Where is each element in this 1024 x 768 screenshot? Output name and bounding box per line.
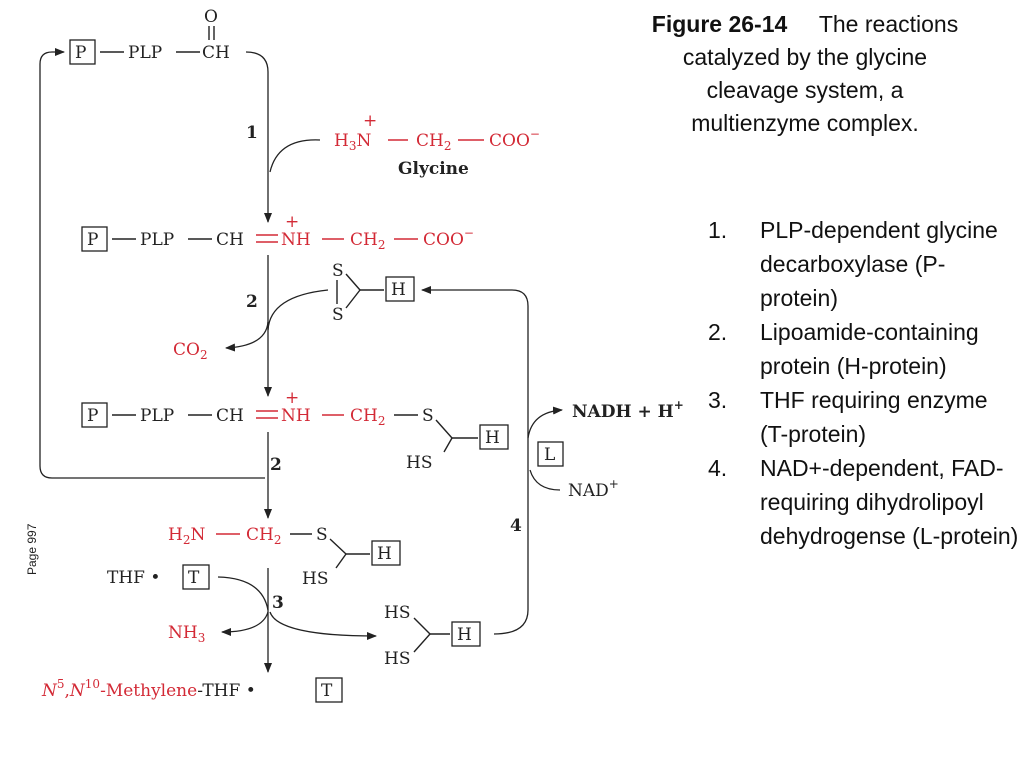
h-protein-box-4: [451, 621, 481, 647]
nad-in-arrow: [529, 469, 561, 491]
main-down-arrow-1: [245, 51, 272, 223]
aminomethyl-lipoamide: H2N CH2 S H HS: [168, 525, 401, 589]
thf-in-arrow: [217, 576, 269, 611]
plp-label: PLP: [128, 43, 162, 63]
methylene-thf-label: N5,N10-Methylene-THF •: [41, 677, 256, 701]
methylene-thf-product: N5,N10-Methylene-THF • T: [41, 677, 343, 703]
dhl-hs1: HS: [384, 603, 410, 623]
t-protein-box-2: [315, 677, 343, 703]
step-label-1: 1: [246, 123, 258, 143]
dihydrolipoamide-h-protein: HS HS H: [384, 603, 481, 669]
p-box-label-3: P: [87, 406, 98, 426]
row3-s: S: [422, 406, 434, 426]
enzyme-text: PLP-dependent glycine decarboxylase (P-p…: [760, 217, 998, 311]
enzyme-list-item: 1. PLP-dependent glycine decarboxylase (P…: [700, 213, 1020, 315]
p-protein-box: [69, 39, 96, 65]
glycine-ch2: CH2: [416, 131, 451, 153]
p-box-label: P: [75, 43, 86, 63]
enzyme-number: 2.: [708, 319, 728, 345]
aldehyde-o: O: [204, 7, 218, 27]
enzyme-list-item: 3. THF requiring enzyme (T-protein): [700, 383, 1020, 451]
row3-hs: HS: [406, 453, 432, 473]
dihydrolipoamide-out-arrow: [269, 611, 377, 640]
l-protein-nad: NADH + H+ L NAD+: [527, 398, 684, 501]
schiff-plus: +: [285, 212, 299, 232]
p-protein-box-2: [81, 226, 108, 252]
thf-label: THF •: [107, 568, 160, 588]
h-box-label-3: H: [377, 544, 392, 564]
lipoamide-s1: S: [332, 261, 344, 281]
row4-s: S: [316, 525, 328, 545]
row3-nh: NH: [281, 406, 311, 426]
step-label-3: 3: [272, 593, 284, 613]
enzyme-text: NAD+-dependent, FAD-requiring dihydrolip…: [760, 455, 1019, 549]
oxidized-lipoamide-h-protein: S S H: [332, 261, 415, 325]
h-protein-box-2: [479, 424, 509, 450]
enzyme-text: Lipoamide-containing protein (H-protein): [760, 319, 979, 379]
row3-ch2: CH2: [350, 406, 385, 428]
nh3-out-arrow: [221, 611, 269, 636]
step-label-2a: 2: [246, 292, 258, 312]
glycine-name: Glycine: [398, 159, 469, 179]
plp-aminomethyl-lipoamide: P PLP CH NH + CH2 S H HS: [81, 388, 509, 473]
glycine-cleavage-diagram: Page 997 P PLP O CH 1 H3N + CH2 COO− Gly…: [25, 7, 684, 703]
row4-hs: HS: [302, 569, 328, 589]
lipoamide-in-arrow: [267, 289, 329, 331]
h-protein-box-3: [371, 540, 401, 566]
row4-ch2: CH2: [246, 525, 281, 547]
row4-h2n: H2N: [168, 525, 205, 547]
enzyme-list: 1. PLP-dependent glycine decarboxylase (P…: [700, 213, 1020, 553]
h-box-label-1: H: [391, 280, 406, 300]
h-protein-box-1: [385, 276, 415, 302]
plp-aldehyde: P PLP O CH: [69, 7, 230, 65]
plp-label-2: PLP: [140, 230, 174, 250]
nadh-label: NADH + H+: [572, 398, 684, 422]
h-box-label-4: H: [457, 625, 472, 645]
enzyme-number: 4.: [708, 455, 728, 481]
t-box-label-2: T: [321, 681, 333, 701]
schiff-nh: NH: [281, 230, 311, 250]
step-label-4: 4: [510, 516, 522, 536]
t-box-label-1: T: [188, 568, 200, 588]
l-box-label: L: [544, 445, 555, 465]
recycle-loop-arrow: [39, 48, 265, 479]
plp-glycine-schiff-base: P PLP CH NH + CH2 COO−: [81, 212, 474, 252]
schiff-ch: CH: [216, 230, 244, 250]
h-box-label-2: H: [485, 428, 500, 448]
schiff-coo: COO−: [423, 226, 474, 250]
thf-t-protein: THF • T: [107, 564, 210, 590]
t-protein-box-1: [182, 564, 210, 590]
dhl-hs2: HS: [384, 649, 410, 669]
schiff-ch2: CH2: [350, 230, 385, 252]
step-label-2b: 2: [270, 455, 282, 475]
reoxidation-arrow: [421, 286, 529, 635]
figure-caption: Figure 26-14 The reactions catalyzed by …: [650, 8, 960, 140]
plp-label-3: PLP: [140, 406, 174, 426]
glycine-plus: +: [363, 111, 377, 131]
nadh-out-arrow: [527, 406, 563, 439]
enzyme-number: 3.: [708, 387, 728, 413]
p-protein-box-3: [81, 402, 108, 428]
figure-caption-text: The reactions catalyzed by the glycine c…: [682, 11, 959, 136]
nh3: NH3: [168, 623, 205, 645]
row3-plus: +: [285, 388, 299, 408]
nad-label: NAD+: [568, 477, 619, 501]
co2-out-arrow: [225, 321, 269, 352]
glycine-coo: COO−: [489, 127, 540, 151]
lipoamide-s2: S: [332, 305, 344, 325]
glycine: H3N + CH2 COO− Glycine: [269, 111, 540, 179]
row3-ch: CH: [216, 406, 244, 426]
enzyme-list-item: 4. NAD+-dependent, FAD-requiring dihydrol…: [700, 451, 1020, 553]
enzyme-text: THF requiring enzyme (T-protein): [760, 387, 988, 447]
aldehyde-ch: CH: [202, 43, 230, 63]
figure-label: Figure 26-14: [651, 11, 788, 37]
co2: CO2: [173, 340, 208, 362]
page-label: Page 997: [25, 523, 39, 575]
enzyme-number: 1.: [708, 217, 728, 243]
l-protein-box: [537, 441, 564, 467]
glycine-h3n: H3N: [334, 131, 371, 153]
p-box-label-2: P: [87, 230, 98, 250]
enzyme-list-item: 2. Lipoamide-containing protein (H-protei…: [700, 315, 1020, 383]
